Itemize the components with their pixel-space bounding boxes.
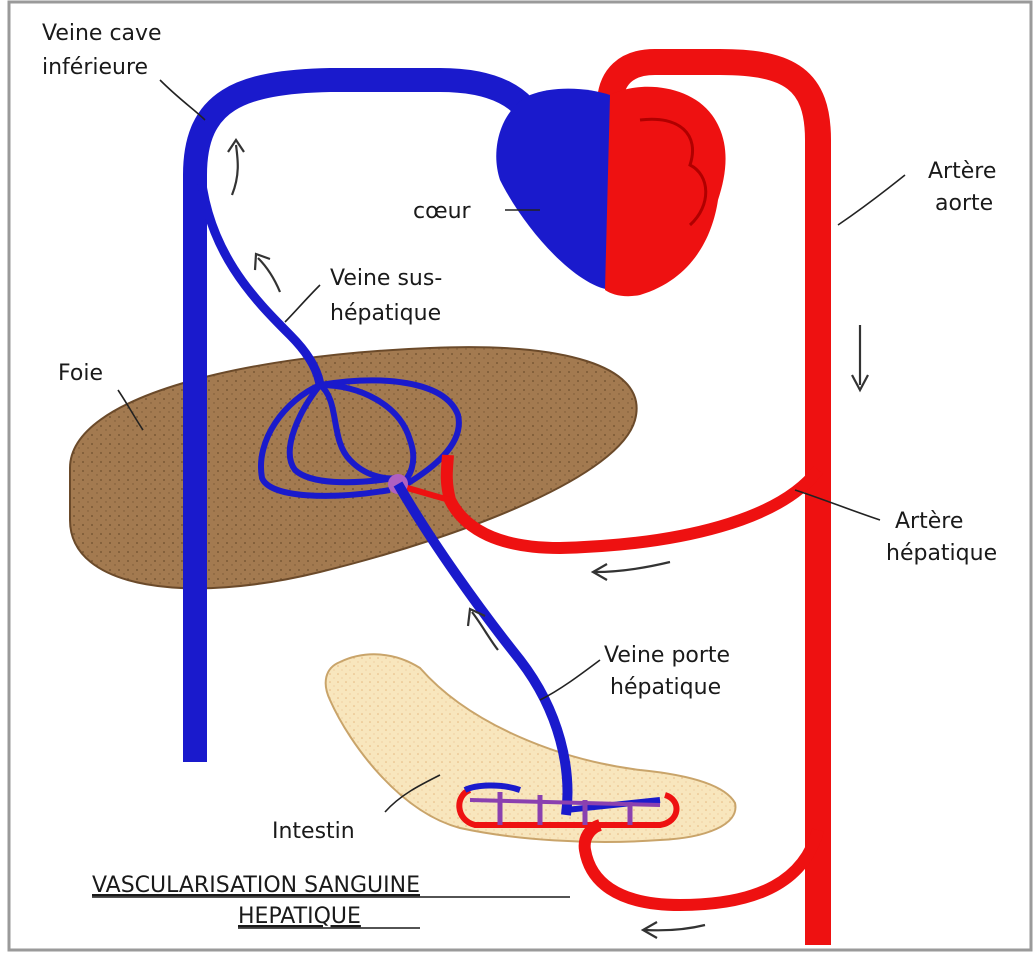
diagram-title-line1: VASCULARISATION SANGUINE xyxy=(92,873,420,898)
label-intestin: Intestin xyxy=(272,819,355,844)
label-coeur: cœur xyxy=(413,199,472,224)
label-veine-cave-l2: inférieure xyxy=(42,55,148,80)
label-veine-porte-l1: Veine porte xyxy=(604,643,730,668)
heart-right-side xyxy=(496,89,610,290)
label-veine-porte-l2: hépatique xyxy=(610,675,721,700)
heart-left-side xyxy=(605,87,726,296)
label-artere-aorte-l1: Artère xyxy=(928,159,996,184)
label-artere-hep-l2: hépatique xyxy=(886,541,997,566)
label-veine-cave-l1: Veine cave xyxy=(42,21,162,46)
label-veine-sus-l1: Veine sus- xyxy=(330,266,442,291)
label-foie: Foie xyxy=(58,361,103,386)
diagram-title-line2: HEPATIQUE xyxy=(238,904,361,929)
label-artere-aorte-l2: aorte xyxy=(935,191,993,216)
label-artere-hep-l1: Artère xyxy=(895,509,963,534)
hepatic-vein xyxy=(200,165,320,385)
label-veine-sus-l2: hépatique xyxy=(330,301,441,326)
